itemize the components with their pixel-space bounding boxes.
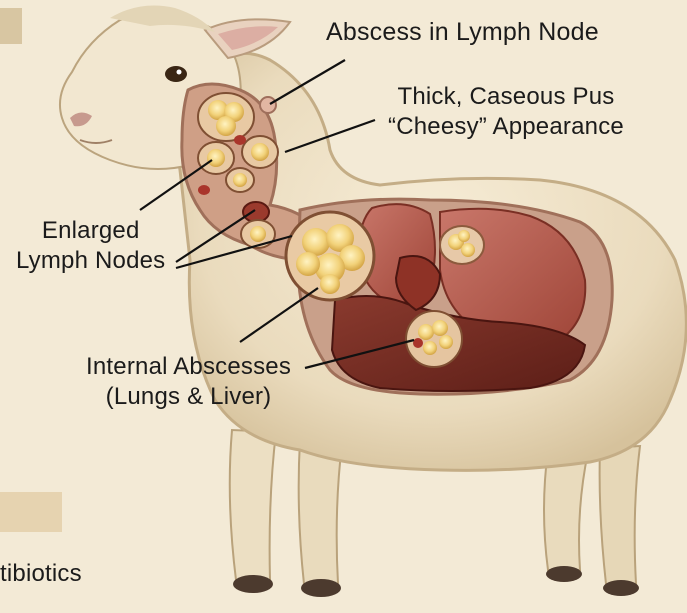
- lung-abscess: [440, 226, 484, 264]
- caseous-pus-label: Thick, Caseous Pus “Cheesy” Appearance: [388, 82, 624, 142]
- edge-fragment-text: tibiotics: [0, 560, 82, 588]
- eye: [165, 66, 187, 82]
- pus-line-2: “Cheesy” Appearance: [388, 112, 624, 142]
- enlarged-line-2: Lymph Nodes: [16, 246, 165, 276]
- internal-line-2: (Lungs & Liver): [86, 382, 291, 412]
- chest-abscess: [286, 212, 374, 300]
- enlarged-lymph-nodes-label: Enlarged Lymph Nodes: [16, 216, 165, 276]
- antibiotics-fragment: tibiotics: [0, 560, 82, 588]
- abscess-lymph-node-label: Abscess in Lymph Node: [326, 18, 599, 47]
- paper-strip-bottom: [0, 492, 62, 532]
- surface-lymph-node: [260, 97, 276, 113]
- internal-abscesses-label: Internal Abscesses (Lungs & Liver): [86, 352, 291, 412]
- hoof: [603, 580, 639, 596]
- abscess-lymph-node-text: Abscess in Lymph Node: [326, 18, 599, 47]
- pus-line-1: Thick, Caseous Pus: [388, 82, 624, 112]
- enlarged-line-1: Enlarged: [16, 216, 165, 246]
- hoof: [301, 579, 341, 597]
- hoof: [233, 575, 273, 593]
- internal-abscess: [406, 311, 462, 367]
- internal-line-1: Internal Abscesses: [86, 352, 291, 382]
- hoof: [546, 566, 582, 582]
- paper-strip-top: [0, 8, 22, 44]
